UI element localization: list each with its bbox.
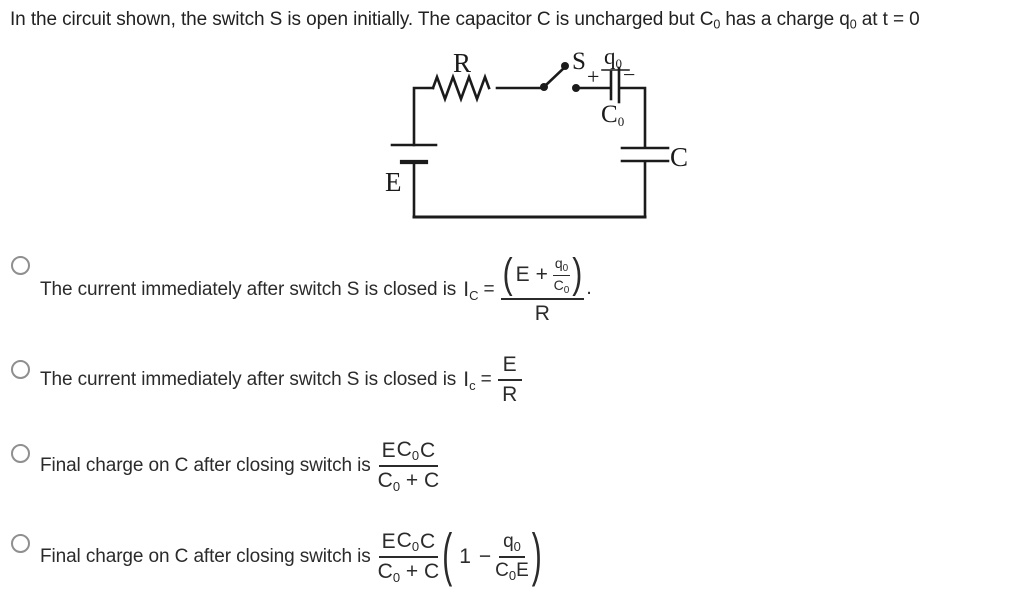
switch-dot-left: [540, 83, 548, 91]
inner-fraction: q0 C0E: [495, 531, 529, 583]
option-3-radio[interactable]: [11, 444, 30, 463]
close-paren: ): [572, 251, 583, 298]
denominator: R: [502, 383, 518, 406]
resistor-label: R: [453, 48, 471, 78]
question-text-part2: has a charge q: [720, 9, 850, 30]
period: .: [586, 276, 592, 299]
equals-sign: =: [483, 279, 495, 300]
resistor-symbol: [431, 73, 491, 103]
denominator: C0 + C: [377, 560, 440, 585]
wire-left: [412, 86, 435, 147]
answer-option-1[interactable]: The current immediately after switch S i…: [0, 250, 700, 330]
question-text: In the circuit shown, the switch S is op…: [10, 9, 1015, 32]
open-paren: (: [442, 523, 453, 589]
numerator: E: [497, 353, 522, 381]
denominator: C0 + C: [377, 469, 440, 494]
wire-right-top: [619, 86, 647, 149]
emf-label: E: [385, 167, 402, 197]
minus-sign: −: [478, 545, 492, 568]
option-4-text: Final charge on C after closing switch i…: [40, 546, 371, 567]
answer-option-2[interactable]: The current immediately after switch S i…: [0, 345, 700, 415]
switch-dot-top: [561, 62, 569, 70]
fraction: E R: [497, 353, 522, 407]
open-paren: (: [502, 251, 513, 298]
current-symbol: Ic: [463, 367, 476, 393]
question-text-sub1: 0: [713, 17, 721, 32]
close-paren: ): [531, 523, 542, 589]
charge-label: q0: [604, 44, 622, 71]
cap0-label: C0: [601, 101, 624, 129]
option-3-text: Final charge on C after closing switch i…: [40, 455, 371, 476]
current-symbol: IC: [463, 277, 479, 303]
numerator: ( E + q0 C0 ): [500, 251, 585, 300]
fraction: ( E + q0 C0 ) R: [500, 251, 585, 326]
option-2-formula: Ic = E R: [463, 353, 522, 407]
question-text-part1: In the circuit shown, the switch S is op…: [10, 9, 714, 30]
option-1-text: The current immediately after switch S i…: [40, 279, 457, 300]
switch-lever: [544, 66, 566, 87]
question-text-sub2: 0: [849, 17, 857, 32]
answer-option-3[interactable]: Final charge on C after closing switch i…: [0, 428, 700, 504]
option-1-radio[interactable]: [11, 256, 30, 275]
option-2-radio[interactable]: [11, 360, 30, 379]
capC-label: C: [670, 142, 688, 172]
denominator: R: [534, 301, 550, 325]
inner-fraction: q0 C0: [552, 254, 571, 296]
circuit-svg: R S q0 + − C0 C E: [385, 44, 688, 219]
option-2-text: The current immediately after switch S i…: [40, 369, 457, 390]
minus-sign: −: [623, 62, 635, 87]
switch-label: S: [572, 48, 586, 75]
circuit-diagram: R S q0 + − C0 C E: [378, 42, 700, 224]
equals-sign: =: [480, 369, 492, 390]
question-text-part3: at t = 0: [856, 9, 920, 30]
option-4-radio[interactable]: [11, 534, 30, 553]
switch-dot-right: [572, 84, 580, 92]
plus-sign: +: [587, 64, 599, 89]
option-1-formula: IC = ( E + q0 C0 ) R .: [463, 251, 592, 326]
answer-option-4[interactable]: Final charge on C after closing switch i…: [0, 518, 700, 596]
